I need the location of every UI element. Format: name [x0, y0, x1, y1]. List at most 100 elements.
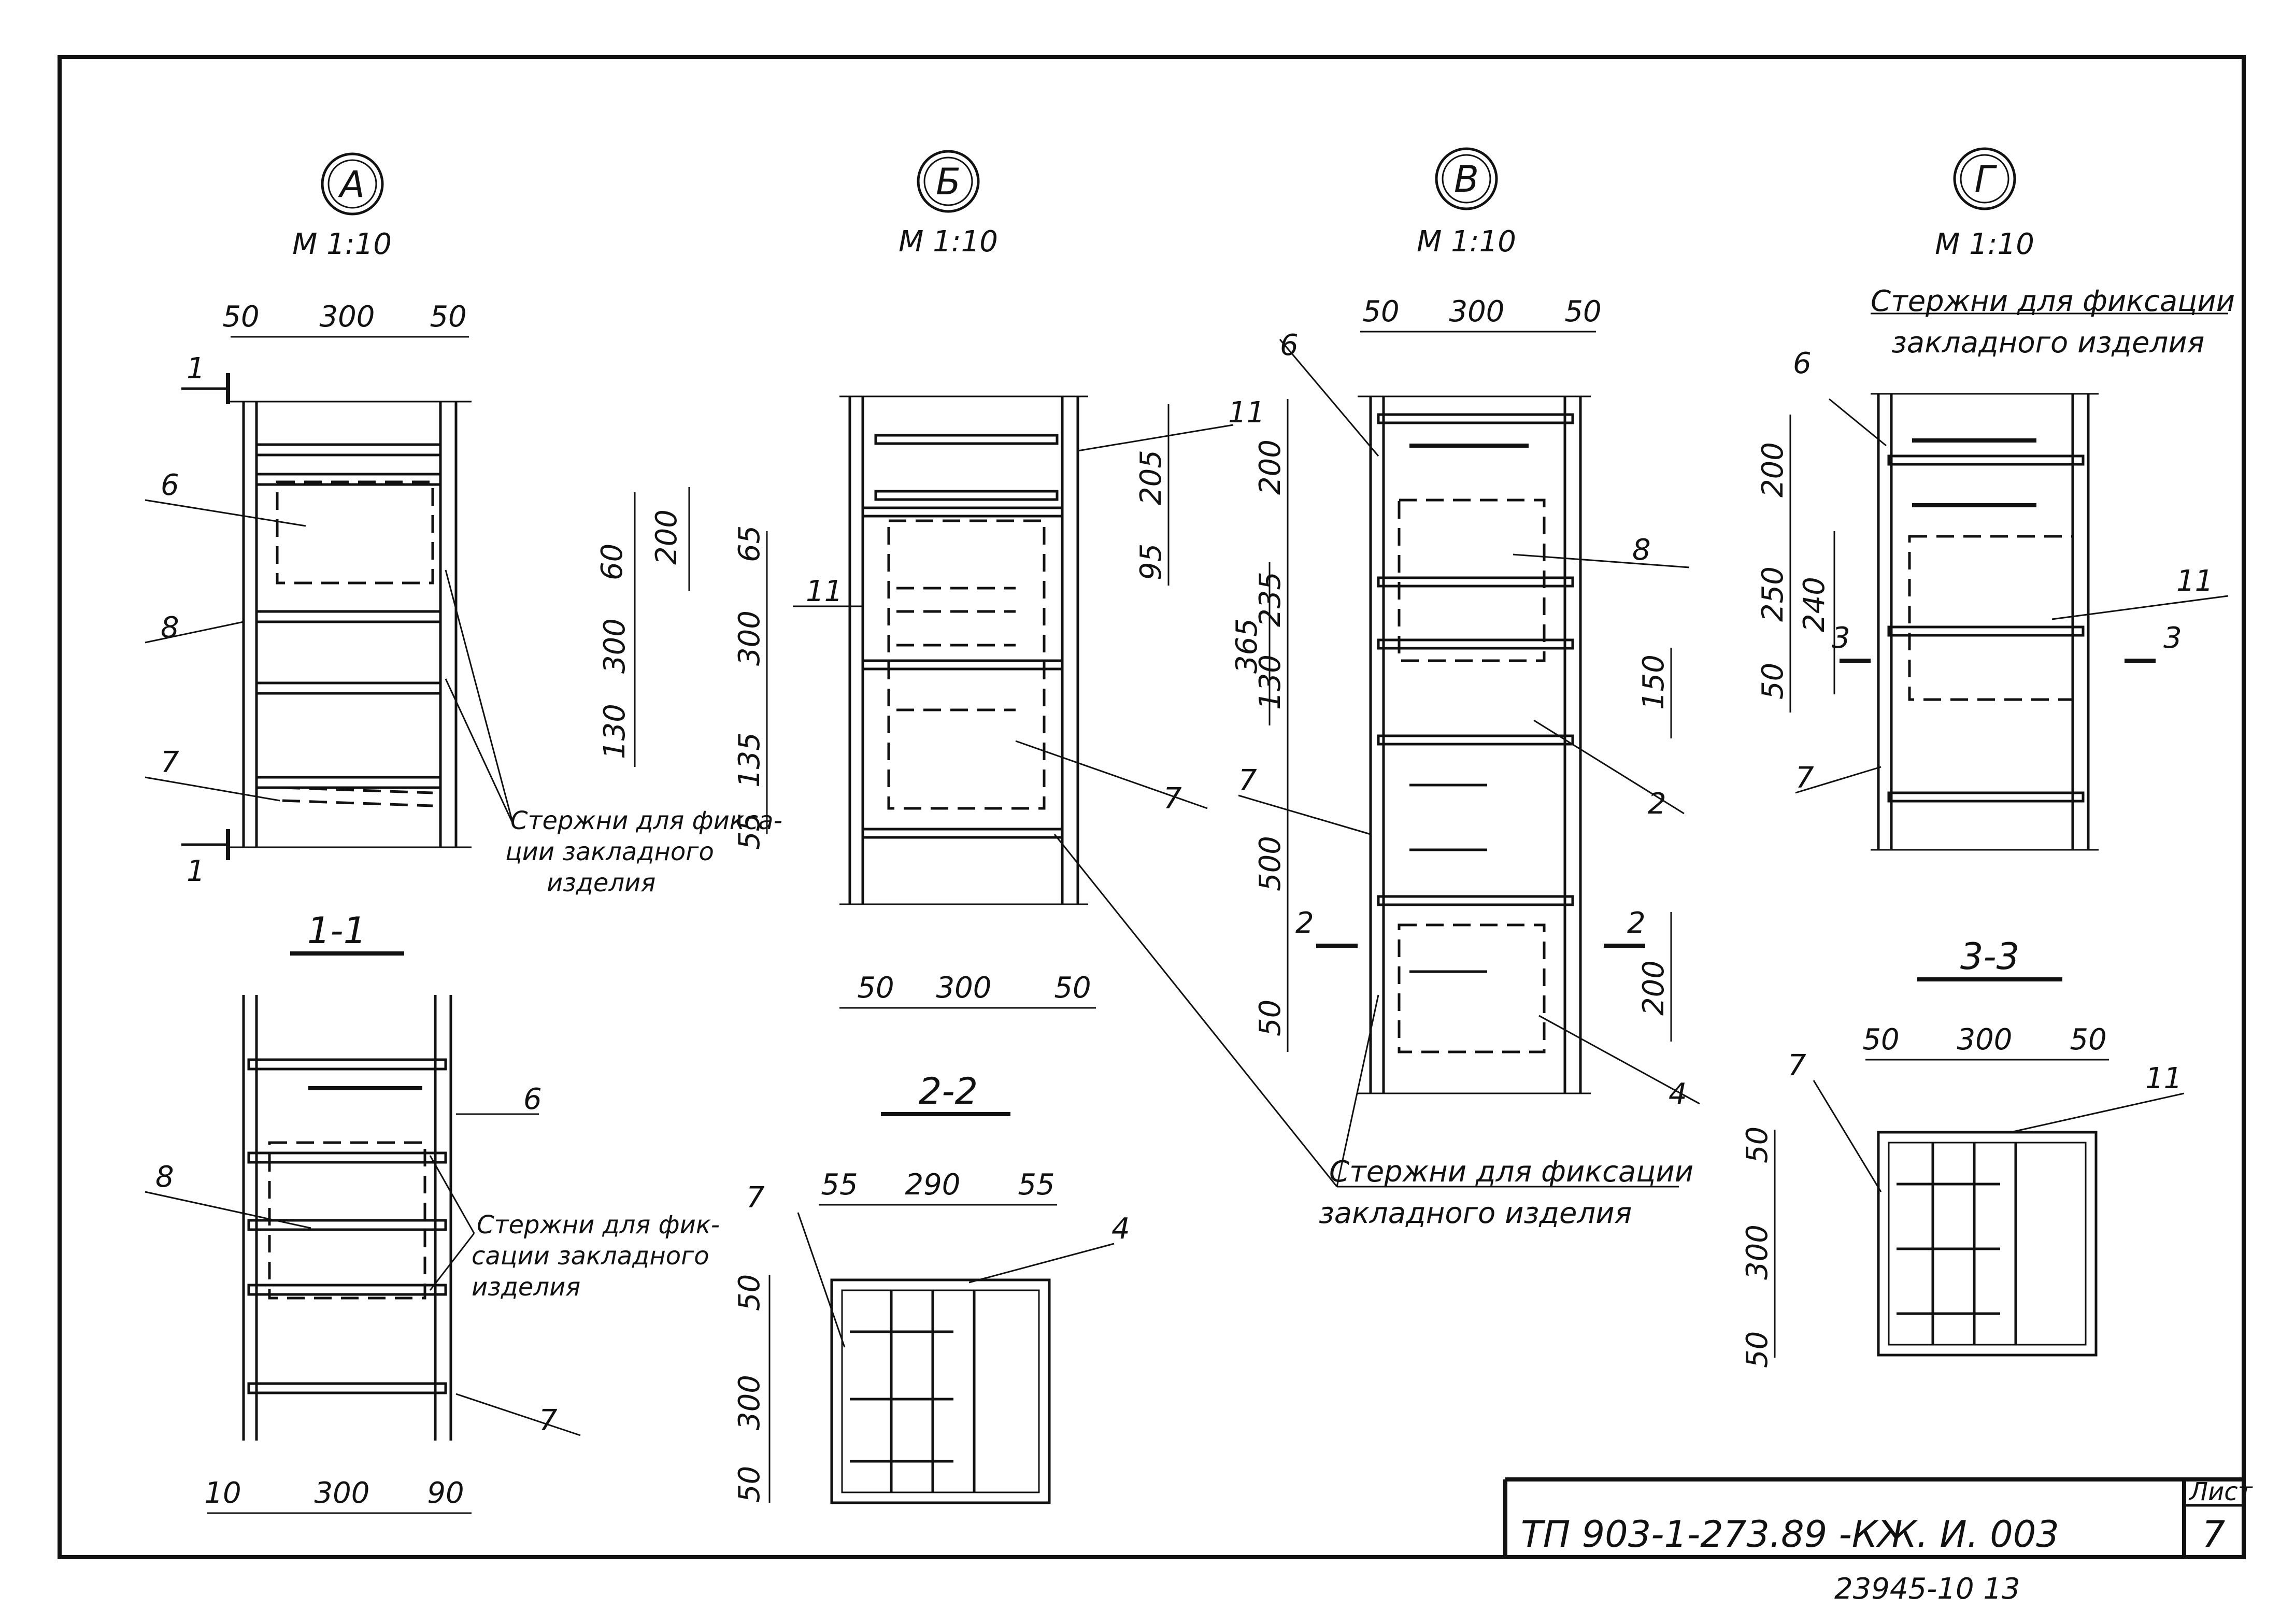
dim-11-90: 90: [427, 1476, 464, 1510]
view-v: В М 1:10 6 8 2 7 4 365 200 235 130 5: [1053, 147, 1700, 1230]
dim-33-300: 300: [1957, 1023, 2013, 1057]
dim-b-55: 55: [733, 813, 766, 850]
section-2-2-title: 2-2: [919, 1070, 978, 1113]
dim-v-365: 365: [1230, 618, 1264, 674]
dim-v-200b: 200: [1637, 960, 1671, 1016]
dim-a-300v: 300: [598, 618, 632, 674]
inventory-number: 23945-10 13: [1834, 1572, 2020, 1606]
title-code: ТП 903-1-273.89 -КЖ. И. 003: [1521, 1513, 2059, 1556]
pos-11-8: 8: [155, 1160, 174, 1194]
sheet-label: Лист: [2188, 1477, 2254, 1506]
dim-g-50: 50: [1756, 663, 1790, 700]
dim-b-95: 95: [1134, 544, 1168, 580]
view-g-letter: Г: [1975, 158, 1998, 201]
pos-a-8: 8: [161, 611, 179, 645]
note-v-line1: Стержни для фиксации: [1329, 1155, 1693, 1189]
cut-1-top: 1: [187, 352, 205, 386]
dim-b-65: 65: [733, 525, 766, 562]
view-a-scale: М 1:10: [292, 227, 392, 261]
dim-a-300: 300: [320, 300, 375, 334]
dim-b-300h: 300: [936, 971, 992, 1005]
dim-a-50-right: 50: [430, 300, 466, 334]
note-g-line1: Стержни для фиксации: [1871, 284, 2235, 318]
pos-v-6: 6: [1280, 329, 1299, 362]
pos-22-4: 4: [1111, 1212, 1130, 1246]
dim-b-205: 205: [1134, 450, 1168, 505]
note-a-line3: изделия: [547, 868, 655, 898]
pos-33-7: 7: [1788, 1049, 1806, 1082]
note-a-line2: ции закладного: [505, 837, 714, 866]
cut-1-bottom: 1: [187, 854, 205, 888]
dim-g-200: 200: [1756, 442, 1790, 497]
pos-v-8: 8: [1632, 533, 1651, 567]
pos-b-11-left: 11: [806, 575, 843, 608]
pos-v-4: 4: [1669, 1077, 1687, 1111]
section-1-1: 1-1 6 8 7 Стержни для фик- сации закладн…: [145, 909, 720, 1514]
cut-3-left: 3: [1832, 621, 1850, 655]
section-2-2: 2-2 7 4 55 290 55 50 300 50: [733, 1070, 1130, 1504]
dim-33-50-right: 50: [2070, 1023, 2106, 1057]
dim-22-300: 300: [733, 1375, 766, 1430]
cut-2-left: 2: [1295, 906, 1314, 940]
title-block: ТП 903-1-273.89 -КЖ. И. 003 Лист 7 23945…: [1503, 1477, 2254, 1606]
note-g-line2: закладного изделия: [1891, 326, 2204, 360]
dim-v-200: 200: [1253, 439, 1287, 495]
pos-b-11-top: 11: [1228, 396, 1265, 430]
dim-v-150: 150: [1637, 654, 1671, 710]
view-g: Г М 1:10 Стержни для фиксации закладного…: [1756, 147, 2235, 851]
note-11-line3: изделия: [472, 1273, 580, 1302]
dim-22-50-top: 50: [733, 1274, 766, 1311]
dim-a-50-left: 50: [222, 300, 259, 334]
dim-b-50-left: 50: [857, 971, 894, 1005]
note-11-line2: сации закладного: [472, 1242, 709, 1271]
dim-v-500: 500: [1253, 836, 1287, 891]
dim-g-240: 240: [1798, 577, 1831, 632]
pos-11-7: 7: [539, 1404, 558, 1437]
dim-v-235: 235: [1253, 572, 1287, 627]
pos-g-6: 6: [1793, 347, 1812, 380]
dim-22-55-left: 55: [821, 1168, 858, 1202]
view-g-scale: М 1:10: [1935, 227, 2034, 261]
view-b-scale: М 1:10: [899, 225, 998, 259]
section-3-3-title: 3-3: [1960, 935, 2019, 978]
dim-v-50: 50: [1253, 1000, 1287, 1036]
dim-33-50-top: 50: [1741, 1127, 1774, 1163]
dim-b-50-right: 50: [1054, 971, 1091, 1005]
dim-a-130: 130: [598, 704, 632, 759]
dim-33-300v: 300: [1741, 1224, 1774, 1280]
dim-g-250: 250: [1756, 566, 1790, 622]
dim-11-10: 10: [204, 1476, 241, 1510]
note-v-line2: закладного изделия: [1319, 1196, 1632, 1230]
pos-11-6: 6: [523, 1082, 542, 1116]
section-1-1-title: 1-1: [307, 909, 366, 952]
dim-v-50-left: 50: [1362, 295, 1399, 329]
dim-v-130: 130: [1253, 654, 1287, 710]
dim-v-300: 300: [1449, 295, 1505, 329]
cut-2-right: 2: [1627, 906, 1646, 940]
pos-g-11: 11: [2176, 564, 2213, 598]
pos-33-11: 11: [2145, 1062, 2182, 1095]
dim-22-50-bottom: 50: [733, 1466, 766, 1503]
pos-a-7: 7: [161, 746, 179, 779]
pos-22-7: 7: [746, 1181, 765, 1215]
dim-33-50-bottom: 50: [1741, 1331, 1774, 1368]
dim-11-300: 300: [315, 1476, 370, 1510]
cut-3-right: 3: [2163, 621, 2182, 655]
dim-33-50-left: 50: [1862, 1023, 1899, 1057]
dim-b-300: 300: [733, 610, 766, 666]
pos-v-7: 7: [1238, 764, 1257, 797]
view-b-letter: Б: [936, 161, 961, 203]
view-a: А М 1:10 50 300 50 1 1 6 8: [145, 152, 782, 898]
sheet-number: 7: [2202, 1513, 2226, 1556]
view-a-letter: А: [338, 163, 365, 206]
dim-b-135: 135: [733, 732, 766, 788]
note-a-line1: Стержни для фикса-: [510, 806, 782, 835]
pos-a-6: 6: [161, 468, 179, 502]
pos-b-7: 7: [1163, 782, 1182, 816]
sheet-frame: [58, 55, 2246, 1559]
pos-v-2: 2: [1648, 787, 1666, 821]
note-11-line1: Стержни для фик-: [477, 1210, 720, 1240]
pos-g-7: 7: [1795, 761, 1814, 795]
